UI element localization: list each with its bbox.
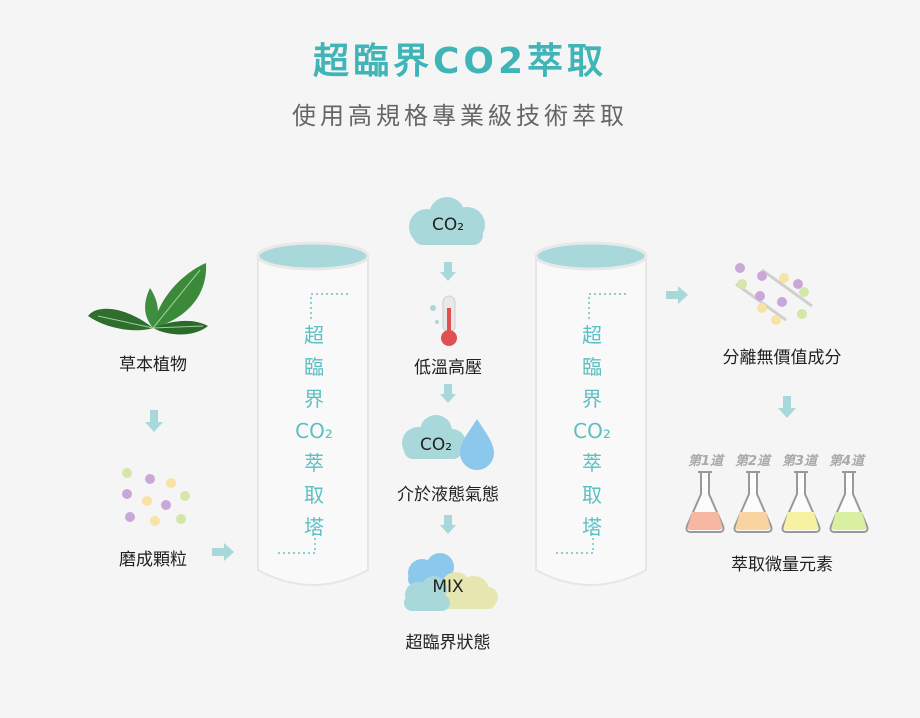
tower-char: 臨: [582, 355, 602, 379]
intermediate-label: 介於液態氣態: [397, 485, 499, 505]
plant-label: 草本植物: [119, 355, 187, 375]
tower-char: 塔: [304, 515, 324, 539]
tower-left: [256, 241, 370, 586]
tower-char: CO₂: [573, 419, 611, 443]
flasks-group: [685, 471, 869, 533]
arrow-down-icon: [440, 262, 456, 281]
supercritical-label: 超臨界狀態: [405, 633, 491, 653]
co2-cloud-text: CO₂: [431, 215, 465, 235]
particle-label: 磨成顆粒: [119, 550, 187, 570]
flask-icon: [781, 471, 821, 533]
flask-icon: [685, 471, 725, 533]
flask-icon: [829, 471, 869, 533]
arrow-right-icon: [666, 286, 688, 304]
stage-label: 第4道: [829, 454, 865, 469]
arrow-down-icon: [440, 384, 456, 403]
particles-icon: [122, 468, 190, 526]
thermometer-label: 低溫高壓: [414, 358, 482, 378]
arrow-down-icon: [440, 515, 456, 534]
mix-cloud-text: MIX: [432, 577, 464, 597]
stage-label: 第1道: [688, 454, 724, 469]
arrow-right-icon: [212, 543, 234, 561]
tower-left-label: 超 臨 界 CO₂ 萃 取 塔: [294, 319, 334, 543]
tower-right: [534, 241, 648, 586]
arrow-down-icon: [145, 410, 163, 432]
page-subtitle: 使用高規格專業級技術萃取: [292, 102, 628, 130]
tower-char: 取: [582, 483, 602, 507]
tower-char: 萃: [304, 451, 324, 475]
co2-cloud-icon: [409, 197, 485, 245]
arrow-down-icon: [778, 396, 796, 418]
mix-cloud-icon: [404, 553, 498, 611]
tower-char: 萃: [582, 451, 602, 475]
leaf-icon: [88, 263, 208, 335]
separation-icon: [735, 263, 813, 325]
trace-label: 萃取微量元素: [731, 555, 833, 575]
stage-label: 第3道: [782, 454, 818, 469]
tower-char: 界: [304, 387, 324, 411]
tower-char: 取: [304, 483, 324, 507]
stage-label: 第2道: [735, 454, 771, 469]
tower-char: 塔: [582, 515, 602, 539]
tower-char: 超: [304, 323, 324, 347]
page-title: 超臨界CO2萃取: [312, 41, 608, 82]
co2-drop-text: CO₂: [419, 435, 453, 455]
tower-char: CO₂: [295, 419, 333, 443]
tower-right-label: 超 臨 界 CO₂ 萃 取 塔: [572, 319, 612, 543]
separation-label: 分離無價值成分: [722, 348, 842, 368]
co2-drop-cloud-icon: [402, 415, 494, 470]
flask-icon: [733, 471, 773, 533]
tower-char: 超: [582, 323, 602, 347]
tower-char: 界: [582, 387, 602, 411]
tower-char: 臨: [304, 355, 324, 379]
thermometer-icon: [430, 295, 457, 346]
